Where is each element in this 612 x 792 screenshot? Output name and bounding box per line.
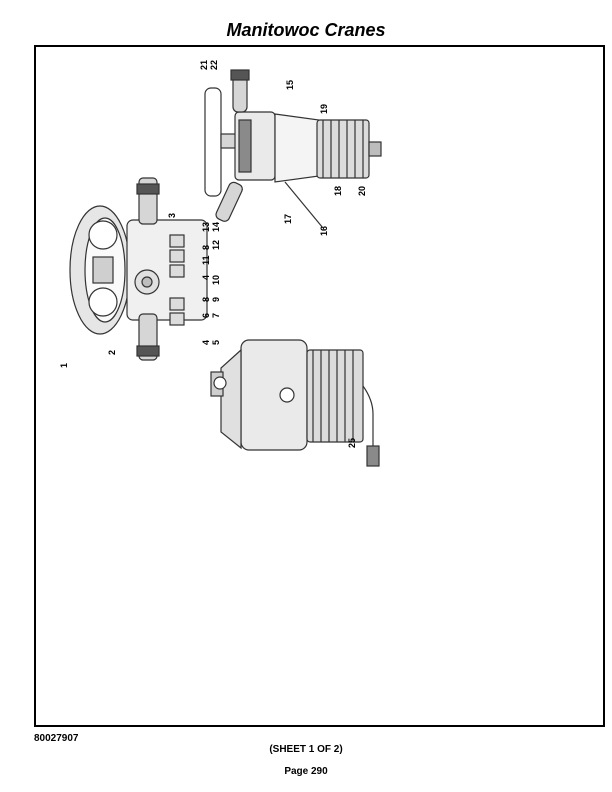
callout-19: 19	[319, 104, 329, 114]
gauge-cluster-assembly	[69, 177, 208, 361]
callout-8-top: 8	[201, 245, 211, 250]
callout-4-top: 4	[201, 275, 211, 280]
callout-6: 6	[201, 313, 211, 318]
callout-10: 10	[211, 275, 221, 285]
callout-1: 1	[59, 363, 69, 368]
callout-labels: 1 2 3 4 4 5 6 7 8 8 9 10 11 12 13 14 15 …	[59, 60, 367, 448]
callout-8-bottom: 8	[201, 297, 211, 302]
callout-22: 22	[209, 60, 219, 70]
callout-15: 15	[285, 80, 295, 90]
callout-21: 21	[199, 60, 209, 70]
sheet-label: (SHEET 1 OF 2)	[269, 744, 343, 755]
callout-17: 17	[283, 214, 293, 224]
page-title: Manitowoc Cranes	[226, 20, 386, 40]
page-number: Page 290	[284, 766, 328, 777]
callout-14: 14	[211, 222, 221, 232]
column-side-view	[210, 339, 380, 467]
figure-frame	[34, 45, 605, 727]
parts-drawing: 1 2 3 4 4 5 6 7 8 8 9 10 11 12 13 14 15 …	[59, 60, 382, 467]
callout-20: 20	[357, 186, 367, 196]
callout-7: 7	[211, 313, 221, 318]
callout-12: 12	[211, 240, 221, 250]
callout-25: 25	[347, 438, 357, 448]
callout-18: 18	[333, 186, 343, 196]
callout-11: 11	[201, 255, 211, 265]
callout-16: 16	[319, 226, 329, 236]
steering-column-assembly	[204, 69, 382, 229]
callout-4-bottom: 4	[201, 340, 211, 345]
callout-2: 2	[107, 350, 117, 355]
document-number: 80027907	[34, 733, 79, 744]
callout-9: 9	[211, 297, 221, 302]
callout-13: 13	[201, 222, 211, 232]
callout-5: 5	[211, 340, 221, 345]
callout-3: 3	[167, 213, 177, 218]
